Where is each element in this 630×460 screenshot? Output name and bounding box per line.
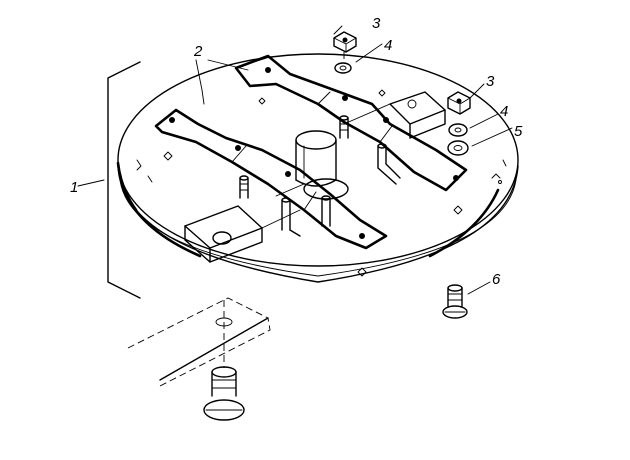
- callout-1-label: 1: [70, 179, 78, 196]
- base-plate: [127, 297, 271, 387]
- studs: [239, 115, 401, 237]
- right-spacer-block: [343, 91, 446, 139]
- top-hardware: [333, 31, 357, 74]
- circular-plate: [116, 53, 519, 283]
- callout-5-label: 5: [514, 123, 523, 140]
- assembly-bracket: [77, 61, 141, 299]
- screw-bottom: [203, 300, 245, 421]
- left-spacer-block: [184, 205, 301, 263]
- strap-upper: [234, 54, 468, 192]
- plate-holes: [163, 89, 502, 277]
- callout-6-label: 6: [492, 271, 501, 288]
- callout-4-right-label: 4: [500, 103, 508, 120]
- strap-lower: [154, 108, 388, 250]
- right-hardware: [447, 91, 471, 156]
- callout-2-label: 2: [193, 43, 203, 60]
- screw-right: [442, 284, 468, 319]
- callout-3-top-label: 3: [372, 15, 381, 32]
- callout-3-right-label: 3: [486, 73, 495, 90]
- leader-lines: [195, 25, 513, 295]
- callout-4-top-label: 4: [384, 37, 392, 54]
- center-boss: [275, 130, 349, 200]
